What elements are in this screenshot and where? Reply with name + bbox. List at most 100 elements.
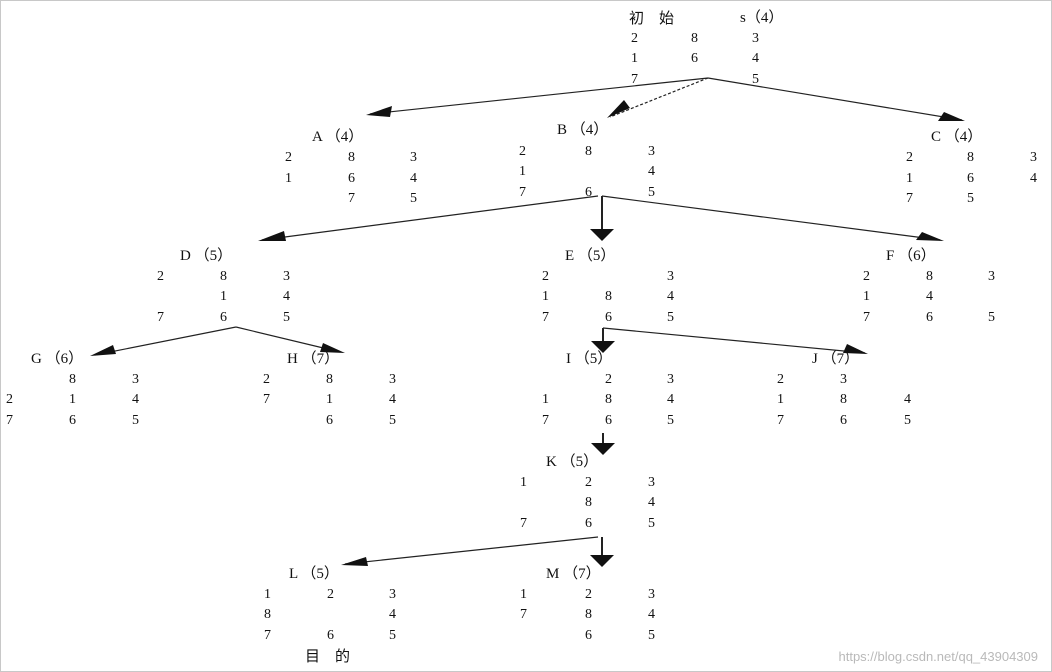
node-F-label: F （6） [886,248,936,264]
tile: 8 [264,607,271,622]
node-I-label: I （5） [566,351,613,367]
tile: 7 [520,516,527,531]
arrowhead-K [591,443,615,455]
tile: 5 [648,628,655,643]
node-H-label: H （7） [287,351,340,367]
tile: 3 [648,144,655,159]
edge-s-A [369,77,709,115]
tile: 2 [631,31,638,46]
tile: 1 [631,51,638,66]
node-M-label: M （7） [546,566,601,582]
tile: 8 [585,495,592,510]
tile: 7 [863,310,870,325]
tile: 6 [691,51,698,66]
tile: 5 [667,413,674,428]
tile: 1 [542,289,549,304]
arrowhead-D [258,231,286,241]
arrowhead-M [590,555,614,567]
tile: 3 [389,372,396,387]
tile: 2 [585,587,592,602]
tile: 2 [327,587,334,602]
tile: 6 [926,310,933,325]
tile: 7 [264,628,271,643]
tile: 5 [132,413,139,428]
tile: 7 [6,413,13,428]
tile: 3 [648,475,655,490]
arrowhead-C [938,112,965,121]
arrowhead-G [90,345,116,356]
node-A-label: A （4） [312,129,364,145]
tile: 8 [691,31,698,46]
edge-E-J [602,327,866,354]
tile: 5 [648,516,655,531]
arrowhead-J [843,344,868,354]
tile: 8 [585,607,592,622]
tile: 7 [631,72,638,87]
tile: 5 [389,413,396,428]
tile: 3 [752,31,759,46]
tile: 7 [348,191,355,206]
tile: 6 [585,628,592,643]
tile: 3 [667,269,674,284]
tile: 1 [863,289,870,304]
tile: 7 [542,413,549,428]
tile: 1 [285,171,292,186]
tile: 2 [585,475,592,490]
tile: 2 [6,392,13,407]
tile: 7 [263,392,270,407]
tile: 1 [326,392,333,407]
node-D-label: D （5） [180,248,233,264]
tile: 8 [585,144,592,159]
tile: 6 [69,413,76,428]
tile: 4 [389,392,396,407]
arrowhead-H [320,343,345,353]
tile: 4 [648,164,655,179]
tile: 1 [69,392,76,407]
tile: 6 [585,516,592,531]
tile: 6 [840,413,847,428]
node-J-label: J （7） [812,351,860,367]
tile: 3 [1030,150,1037,165]
tile: 3 [840,372,847,387]
tile: 2 [285,150,292,165]
tile: 1 [519,164,526,179]
tile: 4 [648,495,655,510]
tile: 5 [904,413,911,428]
tile: 3 [667,372,674,387]
tile: 2 [157,269,164,284]
tile: 8 [967,150,974,165]
tile: 3 [410,150,417,165]
tile: 6 [967,171,974,186]
arrowhead-E [590,229,614,241]
node-B-label: B （4） [557,122,609,138]
tile: 8 [605,289,612,304]
tile: 2 [263,372,270,387]
tile: 1 [542,392,549,407]
tile: 6 [585,185,592,200]
tile: 5 [967,191,974,206]
tile: 7 [157,310,164,325]
tile: 4 [926,289,933,304]
tile: 3 [389,587,396,602]
tile: 6 [348,171,355,186]
tile: 5 [667,310,674,325]
start-label: s（4） [740,10,784,26]
tile: 4 [667,289,674,304]
node-G-label: G （6） [31,351,84,367]
tile: 7 [520,607,527,622]
tile: 3 [132,372,139,387]
tile: 2 [605,372,612,387]
tile: 8 [348,150,355,165]
edge-D-G [94,326,237,356]
tile: 1 [520,587,527,602]
arrowhead-A [366,106,392,117]
tile: 4 [410,171,417,186]
arrowhead-L [341,557,368,566]
goal-label: 目 的 [305,647,351,665]
tile: 8 [326,372,333,387]
tile: 8 [605,392,612,407]
tile: 8 [220,269,227,284]
node-E-label: E （5） [565,248,616,264]
tile: 4 [752,51,759,66]
